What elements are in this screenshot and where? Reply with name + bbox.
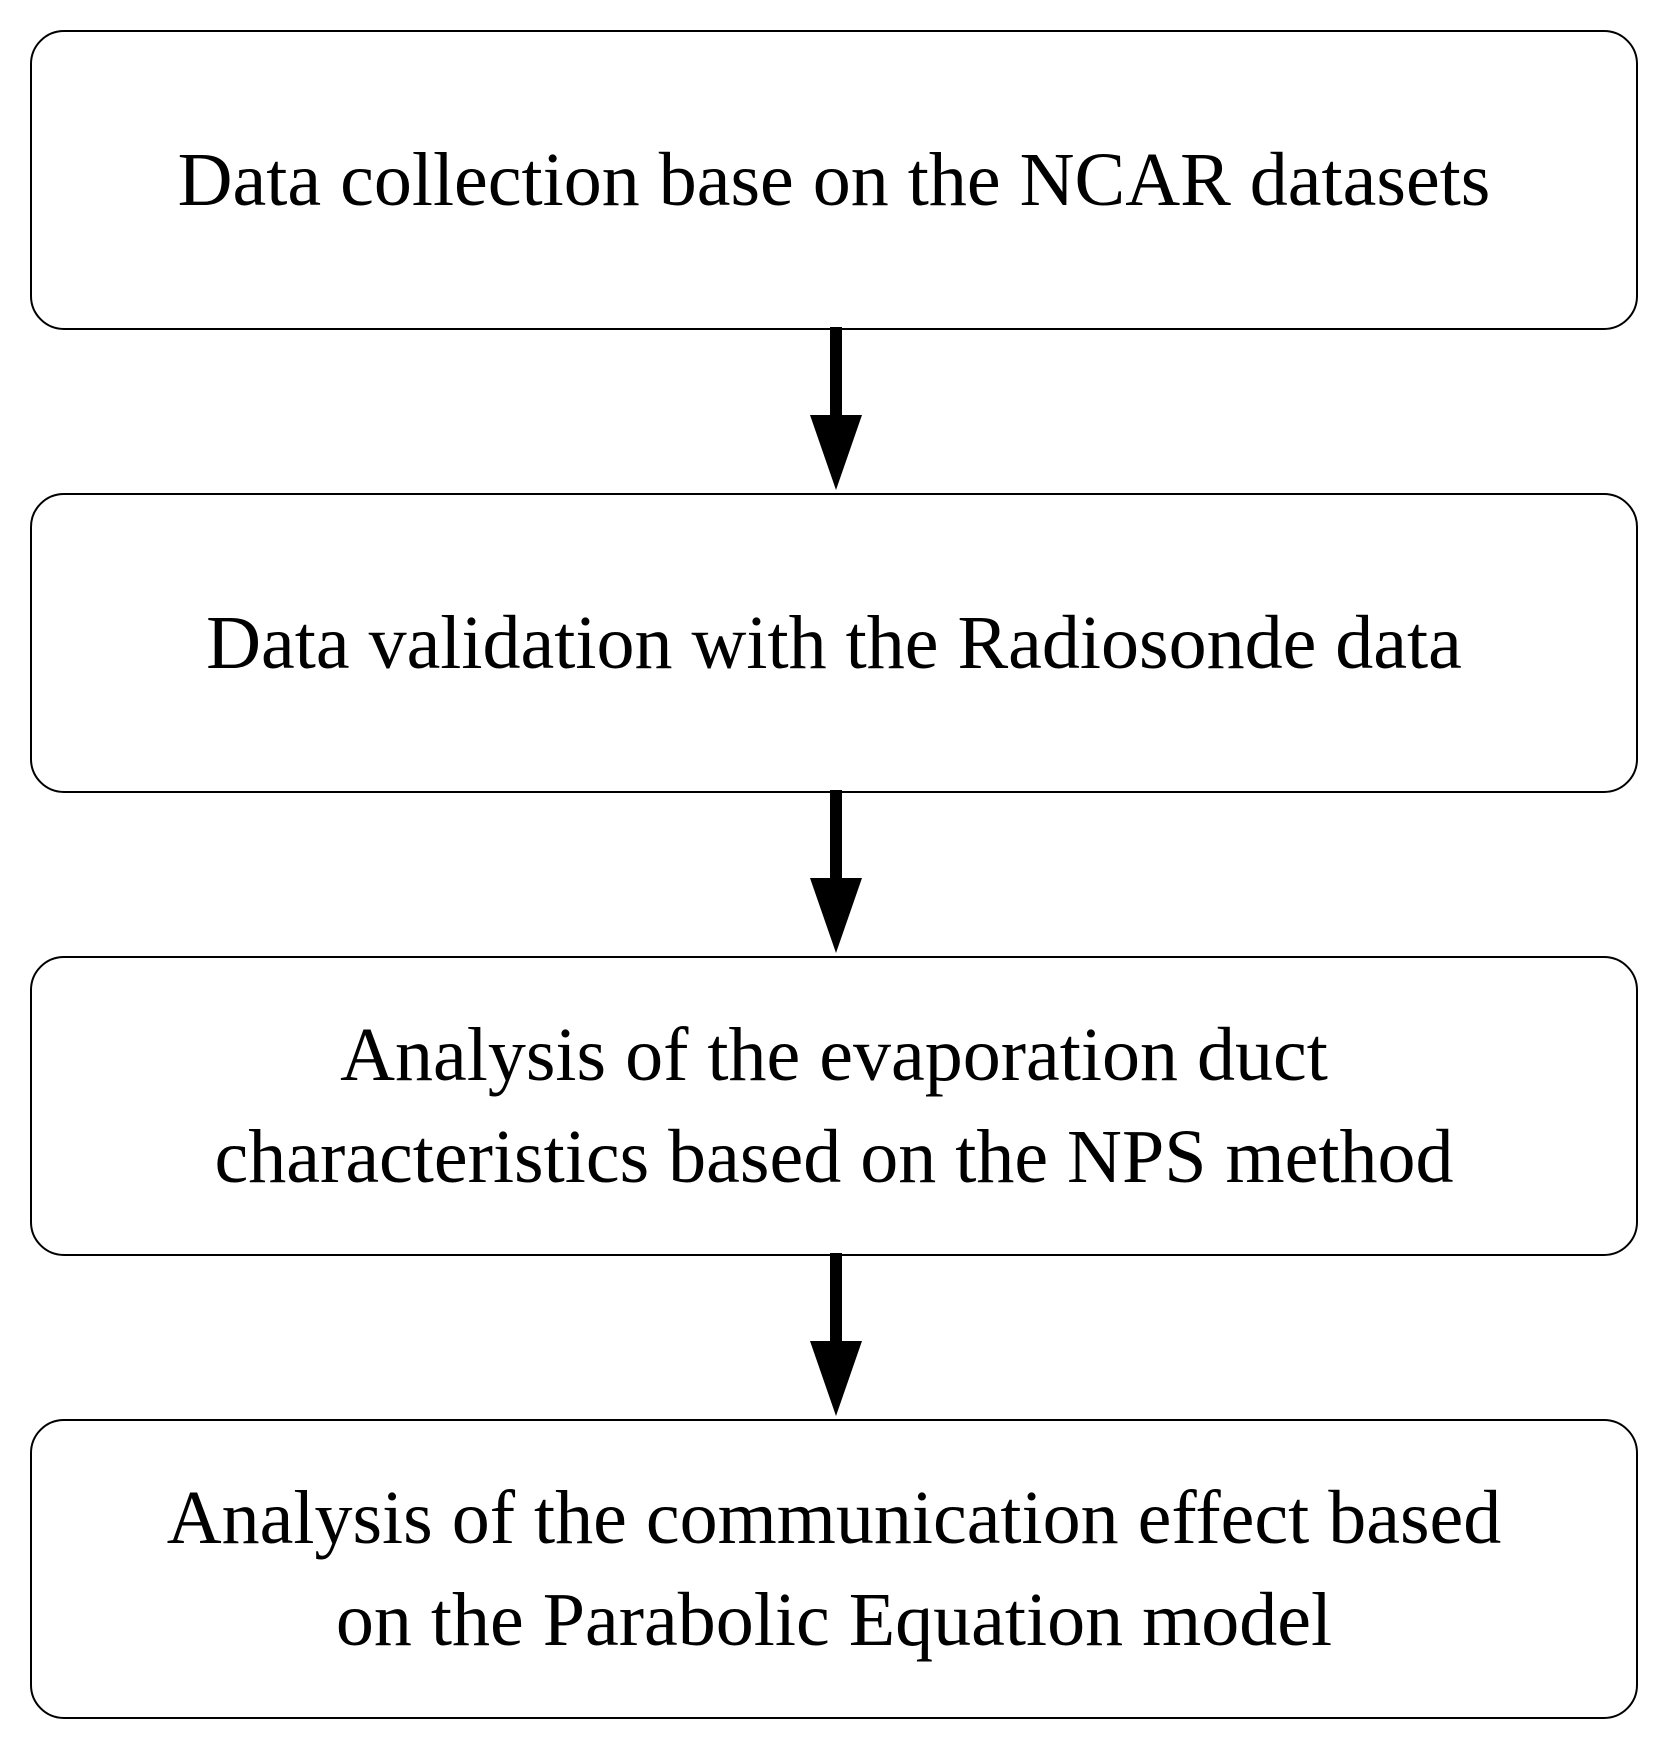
step-box-duct-analysis: Analysis of the evaporation duct charact…: [30, 956, 1638, 1256]
step-label: Analysis of the evaporation duct charact…: [214, 1013, 1454, 1199]
step-box-data-validation: Data validation with the Radiosonde data: [30, 493, 1638, 793]
step-label: Data collection base on the NCAR dataset…: [177, 138, 1491, 222]
step-label: Data validation with the Radiosonde data: [206, 601, 1462, 685]
down-arrow-icon: [810, 327, 862, 490]
down-arrow-icon: [810, 1253, 862, 1416]
step-label: Analysis of the communication effect bas…: [166, 1476, 1502, 1662]
down-arrow-icon: [810, 790, 862, 953]
step-box-data-collection: Data collection base on the NCAR dataset…: [30, 30, 1638, 330]
step-box-communication-analysis: Analysis of the communication effect bas…: [30, 1419, 1638, 1719]
